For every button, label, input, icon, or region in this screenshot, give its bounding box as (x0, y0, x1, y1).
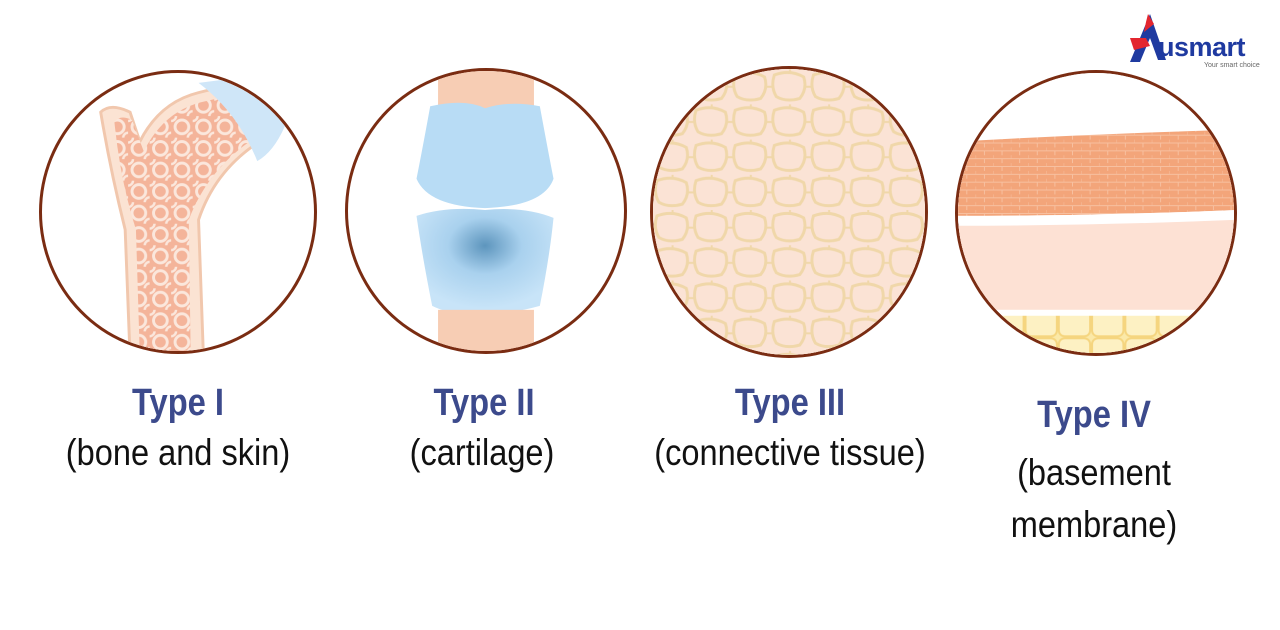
type-iii-illustration (650, 66, 928, 358)
connective-tissue-illustration (653, 69, 925, 355)
type-ii-illustration (345, 68, 627, 354)
type-i-title: Type I (131, 382, 225, 424)
type-iv-illustration (955, 70, 1237, 356)
type-iv-description-line2: membrane) (1010, 504, 1178, 545)
type-iii-description: (connective tissue) (654, 432, 926, 473)
type-iv-title: Type IV (1037, 394, 1151, 436)
logo-wordmark: usmart (1158, 32, 1246, 62)
type-ii-description: (cartilage) (409, 432, 555, 473)
basement-membrane-illustration (958, 73, 1234, 353)
type-iii-title: Type III (734, 382, 846, 424)
type-ii-title: Type II (433, 382, 535, 424)
type-iv-description-line1: (basement (1017, 452, 1171, 493)
bone-illustration (99, 73, 287, 351)
type-i-illustration (39, 70, 317, 354)
logo-tagline: Your smart choice (1204, 62, 1260, 69)
logo-triangle-icon (1130, 14, 1166, 62)
ausmart-logo: usmart Your smart choice (1128, 10, 1276, 72)
cartilage-illustration (416, 71, 554, 351)
type-i-description: (bone and skin) (65, 432, 291, 473)
